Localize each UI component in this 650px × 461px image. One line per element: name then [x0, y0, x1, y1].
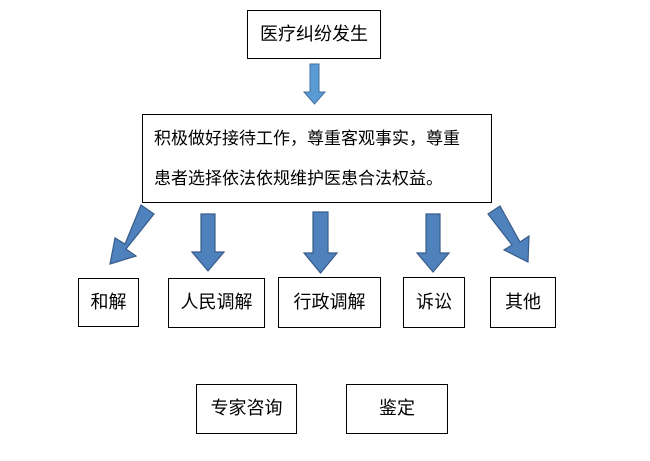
option-node-hejie: 和解	[78, 278, 139, 327]
extra-node-jianding: 鉴定	[346, 384, 448, 434]
arrow-to-renmin-tiaojie	[190, 213, 226, 272]
arrow-to-hejie	[109, 204, 155, 265]
arrow-to-xingzheng-tiaojie	[302, 211, 339, 274]
extra-label: 专家咨询	[210, 398, 283, 419]
option-label: 人民调解	[180, 292, 253, 313]
option-node-renmin-tiaojie: 人民调解	[168, 278, 265, 328]
start-node: 医疗纠纷发生	[247, 10, 381, 59]
principle-node: 积极做好接待工作，尊重客观事实，尊重 患者选择依法依规维护医患合法权益。	[142, 114, 492, 203]
option-node-qita: 其他	[490, 277, 556, 328]
option-label: 行政调解	[293, 291, 366, 313]
option-node-susong: 诉讼	[403, 277, 465, 328]
down-arrow-icon	[302, 63, 327, 105]
start-node-label: 医疗纠纷发生	[260, 23, 368, 45]
option-label: 和解	[90, 291, 127, 313]
principle-line-1: 积极做好接待工作，尊重客观事实，尊重	[154, 128, 460, 149]
option-label: 诉讼	[416, 291, 452, 313]
arrow-to-qita	[487, 205, 530, 263]
arrow-to-susong	[415, 213, 451, 273]
principle-line-2: 患者选择依法依规维护医患合法权益。	[154, 168, 443, 189]
option-label: 其他	[505, 291, 541, 313]
option-node-xingzheng-tiaojie: 行政调解	[278, 277, 381, 328]
extra-label: 鉴定	[379, 398, 415, 419]
extra-node-zhuanjia-zixun: 专家咨询	[196, 384, 297, 434]
